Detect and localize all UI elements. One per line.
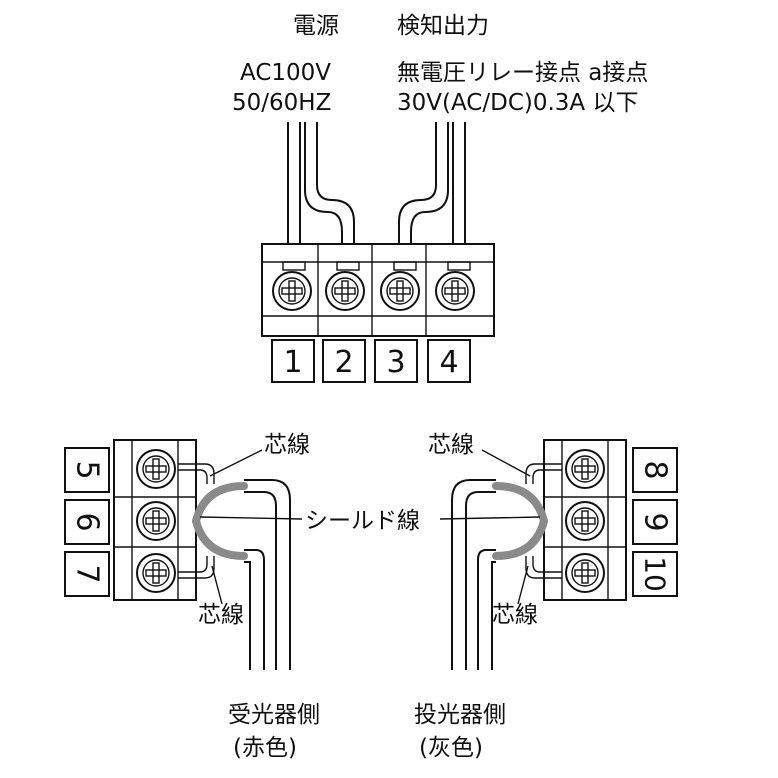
right-wiring <box>439 449 562 670</box>
emitter-side-label: 投光器側 <box>414 702 506 728</box>
shield-wire-label: シールド線 <box>305 508 420 534</box>
power-voltage: AC100V <box>240 60 331 86</box>
receiver-color-label: (赤色) <box>233 735 297 761</box>
top-terminal-numbers: 1 2 3 4 <box>271 339 471 383</box>
screw-icon <box>380 271 420 311</box>
terminal-4-label: 4 <box>439 345 458 380</box>
terminal-10-label: 10 <box>639 556 672 592</box>
terminal-8-label: 8 <box>638 460 673 479</box>
core-wire-label-right-bottom: 芯線 <box>492 602 538 628</box>
right-terminal-block <box>543 439 627 601</box>
power-frequency: 50/60HZ <box>232 90 331 116</box>
output-rating: 30V(AC/DC)0.3A 以下 <box>397 90 638 116</box>
terminal-9-label: 9 <box>638 512 673 531</box>
terminal-1-label: 1 <box>283 345 302 380</box>
terminal-6-label: 6 <box>70 512 105 531</box>
screw-icon <box>272 271 312 311</box>
screw-icon <box>565 553 605 593</box>
screw-icon <box>565 501 605 541</box>
terminal-7-label: 7 <box>70 564 105 583</box>
left-terminal-numbers: 5 6 7 <box>64 447 110 597</box>
screw-icon <box>136 553 176 593</box>
terminal-3-label: 3 <box>386 345 405 380</box>
core-wire-label-left-top: 芯線 <box>264 432 310 458</box>
output-type: 無電圧リレー接点 a接点 <box>397 60 648 86</box>
screw-icon <box>565 449 605 489</box>
terminal-2-label: 2 <box>334 345 353 380</box>
output-title: 検知出力 <box>397 13 489 39</box>
left-terminal-block <box>113 439 197 601</box>
power-title: 電源 <box>293 13 339 39</box>
left-wiring <box>178 449 303 670</box>
emitter-color-label: (灰色) <box>419 735 483 761</box>
top-wires <box>287 122 466 262</box>
screw-icon <box>435 271 475 311</box>
receiver-side-label: 受光器側 <box>228 702 320 728</box>
core-wire-label-right-top: 芯線 <box>428 432 474 458</box>
core-wire-label-left-bottom: 芯線 <box>198 602 244 628</box>
right-terminal-numbers: 8 9 10 <box>632 447 678 597</box>
terminal-5-label: 5 <box>70 460 105 479</box>
screw-icon <box>325 271 365 311</box>
screw-icon <box>136 449 176 489</box>
screw-icon <box>136 501 176 541</box>
top-terminal-block <box>261 243 495 337</box>
